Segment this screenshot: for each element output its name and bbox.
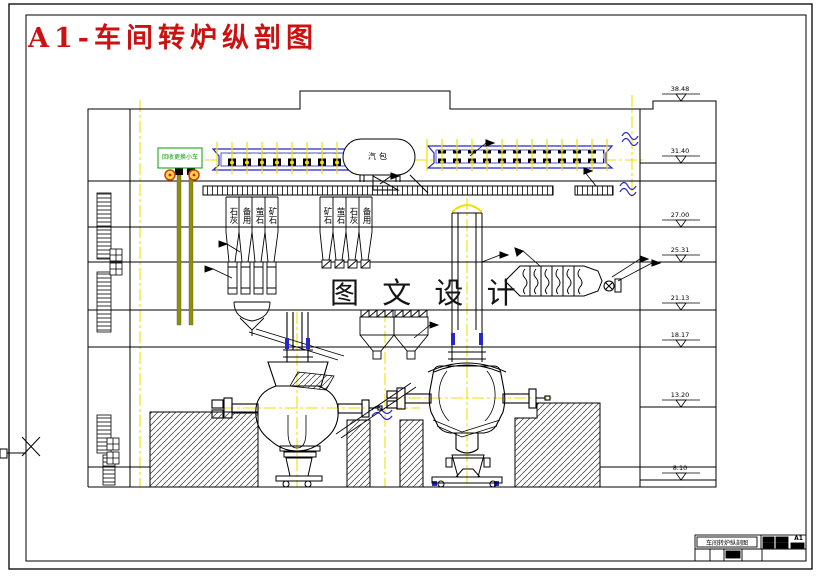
bunker-group-right	[319, 196, 373, 269]
elevation-value: 13.20	[670, 391, 690, 399]
elevation-marks	[662, 93, 700, 481]
elevation-value: 25.31	[670, 246, 690, 254]
bunker-label: 萤石	[254, 206, 264, 224]
hood-stack-right	[427, 204, 510, 373]
title-block-sheet: A1	[794, 535, 803, 542]
steam-drum	[342, 138, 429, 194]
bunker-label: 石灰	[348, 206, 358, 224]
title-block-name: 车间转炉纵剖图	[705, 540, 748, 547]
weigh-hoppers	[335, 309, 440, 439]
steam-drum-label: 汽包	[368, 152, 390, 161]
ladle-car	[275, 445, 323, 488]
bunker-label: 萤石	[335, 206, 345, 224]
building-structure	[87, 90, 717, 488]
watermark-text: 图 文 设 计	[330, 276, 523, 310]
elevation-value: 38.48	[670, 85, 690, 93]
title-block	[694, 534, 807, 562]
elevation-value: 27.00	[670, 211, 690, 219]
trolley-label: 回收更换小车	[161, 154, 198, 161]
rail-girder	[202, 139, 614, 196]
cursor-cross[interactable]	[0, 436, 41, 459]
elevation-value: 21.13	[670, 294, 690, 302]
foundations	[149, 402, 601, 488]
bunker-label: 石灰	[228, 206, 238, 224]
bunker-label: 备用	[241, 206, 251, 224]
bunker-label: 备用	[361, 206, 371, 224]
recovery-trolley	[157, 147, 203, 181]
slag-car	[431, 454, 503, 488]
elevation-value: 31.40	[670, 147, 690, 155]
crane-girder-left	[208, 142, 364, 174]
bunker-group-left	[204, 196, 345, 361]
converter-right	[386, 365, 551, 486]
elevation-value: 18.17	[670, 331, 690, 339]
elevation-value: 8.10	[672, 464, 688, 472]
crane-girder-right	[424, 139, 616, 171]
bunker-label: 矿石	[322, 206, 332, 224]
drawing-title: A1-车间转炉纵剖图	[28, 23, 318, 54]
stair-tower	[96, 192, 123, 486]
accumulator-vessel	[504, 247, 662, 297]
bunker-label: 矿石	[267, 206, 277, 224]
